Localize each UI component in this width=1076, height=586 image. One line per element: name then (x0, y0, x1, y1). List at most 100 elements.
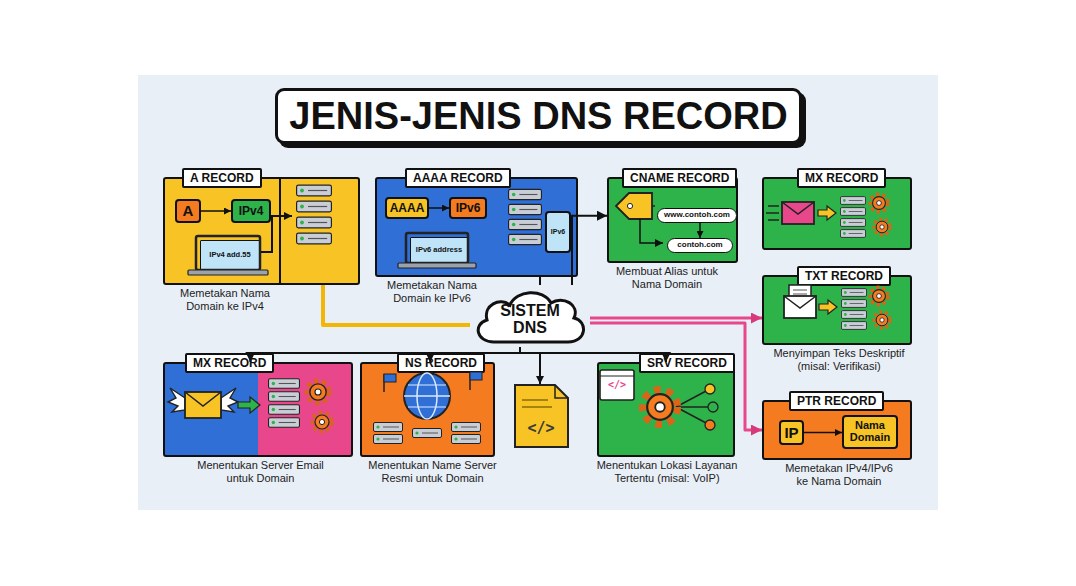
record-panel: MX RECORDMenentukan Server Email untuk D… (163, 362, 353, 457)
globe-latitude (408, 406, 446, 407)
badge-text: IPv4 (239, 205, 264, 218)
connector (430, 347, 520, 362)
badge-text: IP (784, 425, 798, 441)
connector (520, 347, 666, 362)
laptop-screen: IPv4 add.55 (200, 240, 260, 270)
connector (804, 432, 842, 434)
server-unit (269, 392, 300, 402)
connector (201, 210, 231, 212)
alias-arrow (640, 219, 663, 243)
globe-icon (404, 373, 450, 419)
label-badge: IPv4 (231, 199, 271, 223)
server-unit (297, 217, 332, 228)
record-panel: A RECORDMemetakan Nama Domain ke IPv4AIP… (163, 177, 360, 285)
server-unit (841, 300, 866, 308)
server-unit (413, 429, 442, 438)
diagram-title: JENIS-JENIS DNS RECORD (275, 88, 802, 144)
flow-arrow (818, 206, 836, 220)
aaaa-record-art (398, 189, 541, 268)
text-line (522, 399, 548, 401)
motion-line (768, 219, 779, 221)
envelope-icon (185, 392, 221, 418)
laptop-base (188, 270, 268, 275)
flag-pole (383, 374, 385, 392)
phone-screen: IPv6 (545, 211, 571, 253)
panel-caption: Memetakan Nama Domain ke IPv4 (170, 287, 280, 313)
connector (572, 216, 607, 285)
laptop-screen: IPv6 address (410, 237, 468, 263)
globe-equator (404, 395, 450, 397)
label-badge: IP (779, 420, 804, 445)
gear-icon (875, 220, 890, 235)
server-unit (297, 185, 332, 196)
panel-caption: Menentukan Lokasi Layanan Tertentu (misa… (592, 459, 742, 485)
badge-text: Nama Domain (844, 420, 896, 443)
link-line (676, 406, 710, 408)
tag-icon (616, 193, 652, 219)
envelope-icon (782, 202, 814, 224)
record-panel: CNAME RECORDMembuat Alias untuk Nama Dom… (607, 177, 738, 263)
server-unit (452, 435, 481, 444)
globe-latitude (408, 384, 446, 385)
flag-pole (469, 372, 471, 390)
record-panel: NS RECORDMenentukan Name Server Resmi un… (360, 362, 495, 457)
server-unit (452, 423, 481, 432)
document-art (515, 353, 568, 447)
badge-text: www.contoh.com (664, 211, 730, 219)
record-panel: MX RECORD (762, 177, 912, 250)
panel-heading: PTR RECORD (789, 391, 884, 411)
panel-heading: TXT RECORD (797, 266, 891, 286)
text-line (522, 406, 552, 408)
flag-icon (470, 372, 482, 380)
connector (323, 285, 470, 325)
gear-icon (644, 391, 677, 424)
txt-art (784, 285, 890, 329)
flow-arrow (819, 300, 837, 314)
label-badge: A (175, 199, 201, 223)
backdrop-panel (138, 75, 938, 510)
badge-text: IPv4 add.55 (209, 251, 250, 259)
domain-pill: www.contoh.com (657, 208, 737, 223)
tag-hole (627, 203, 632, 208)
laptop-frame (406, 233, 468, 263)
panel-caption: Menyimpan Teks Deskriptif (misal: Verifi… (759, 347, 919, 373)
motion-line (768, 205, 779, 207)
label-badge: Nama Domain (842, 415, 898, 449)
server-unit (509, 189, 542, 199)
cloud-outline (478, 293, 583, 342)
badge-text: contoh.com (677, 241, 722, 249)
gear-icon (875, 313, 890, 328)
gear-icon (308, 382, 329, 403)
panel-heading: MX RECORD (797, 168, 886, 188)
flag-icon (384, 374, 396, 382)
document-fold (555, 385, 568, 398)
server-unit (509, 234, 542, 244)
a-record-art (188, 178, 331, 284)
badge-text: A (183, 203, 194, 219)
text-line (793, 290, 807, 291)
cname-art (616, 193, 663, 243)
server-unit (841, 289, 866, 297)
connector (590, 323, 762, 430)
panel-caption: Memetakan Nama Domain ke IPv6 (377, 279, 487, 305)
gear-icon (313, 413, 331, 431)
laptop-frame (196, 236, 260, 270)
dns-cloud: SISTEM DNS (470, 285, 590, 347)
wing-right (221, 388, 238, 412)
server-unit (840, 208, 865, 216)
badge-text: IPv6 address (416, 246, 462, 254)
label-badge: AAAA (385, 197, 429, 219)
label-badge: IPv6 (449, 197, 487, 219)
panel-heading: CNAME RECORD (622, 168, 737, 188)
server-unit (374, 435, 403, 444)
srv-art (600, 370, 718, 430)
connector (590, 317, 762, 320)
server-unit (841, 322, 866, 330)
ns-art (374, 372, 483, 444)
envelope-icon (784, 296, 816, 318)
panel-heading: NS RECORD (397, 353, 485, 373)
service-dot (708, 402, 718, 412)
server-unit (509, 219, 542, 229)
motion-line (766, 212, 779, 214)
